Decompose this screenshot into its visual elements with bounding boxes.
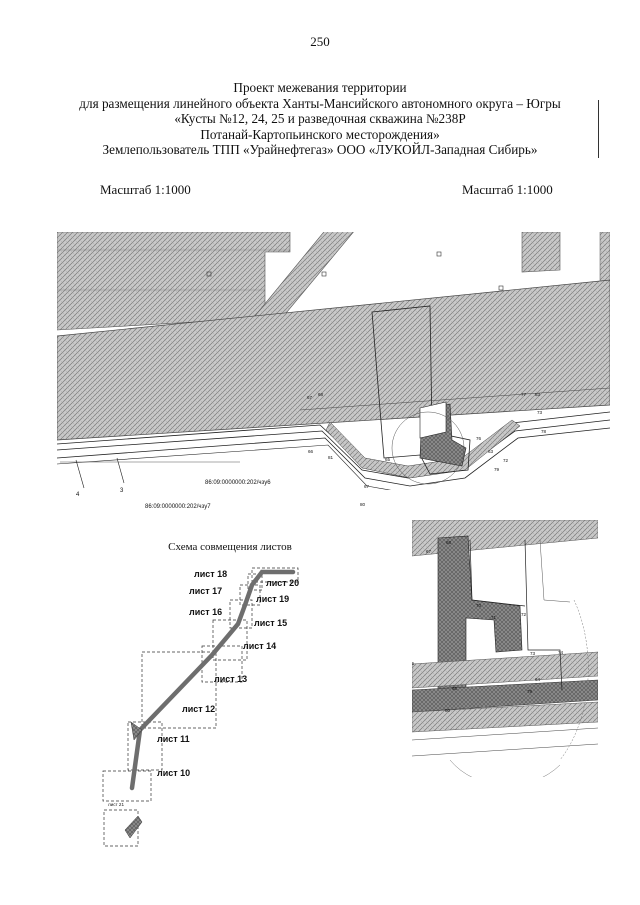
point-label: 74 bbox=[558, 650, 564, 655]
main-map: 67 68 77 83 73 78 66 81 76 63 72 79 65 6… bbox=[57, 232, 610, 490]
point-label: 65 bbox=[385, 457, 391, 462]
point-label: 80 bbox=[360, 502, 366, 507]
title-line: Проект межевания территории bbox=[233, 80, 407, 95]
point-label: 67 bbox=[307, 395, 313, 400]
route-line bbox=[129, 569, 296, 791]
point-label: 72 bbox=[503, 458, 509, 463]
line-label: 4 bbox=[76, 492, 80, 498]
scale-label-right: Масштаб 1:1000 bbox=[462, 182, 553, 197]
title-line: «Кусты №12, 24, 25 и разведочная скважин… bbox=[174, 111, 466, 126]
sheet-label: лист 11 bbox=[157, 734, 190, 744]
point-label: 63 bbox=[488, 449, 494, 454]
sheet-label: лист 15 bbox=[254, 618, 287, 628]
point-label: 73 bbox=[537, 410, 543, 415]
point-label: 67 bbox=[364, 484, 370, 489]
point-label: 72 bbox=[521, 612, 527, 617]
sheet-label: лист 18 bbox=[194, 569, 227, 579]
point-label: 79 bbox=[494, 467, 500, 472]
sheet-label: лист 14 bbox=[243, 641, 276, 651]
point-label: 66 bbox=[308, 449, 314, 454]
point-label: 64 bbox=[535, 677, 541, 682]
parcel-label: 86:09:0000000:202/чзу6 bbox=[205, 480, 271, 486]
point-label: 68 bbox=[446, 540, 452, 545]
line-label: 3 bbox=[120, 488, 124, 494]
point-label: 76 bbox=[476, 436, 482, 441]
sheet-label: лист 20 bbox=[266, 578, 299, 588]
sheet-label: лист 12 bbox=[182, 704, 215, 714]
inset-map: 67 68 70 71 72 73 74 66 65 64 79 80 bbox=[409, 520, 598, 777]
sheet-scheme bbox=[102, 567, 299, 847]
parcel-label: 86:09:0000000:202/чзу7 bbox=[145, 504, 211, 510]
title-line: Потанай-Картопьинского месторождения» bbox=[200, 126, 440, 142]
point-label: 78 bbox=[541, 429, 547, 434]
point-label: 83 bbox=[535, 392, 541, 397]
sheet-label: лист 13 bbox=[214, 674, 247, 684]
point-label: 79 bbox=[527, 689, 533, 694]
title-line: для размещения линейного объекта Ханты-М… bbox=[79, 95, 561, 111]
margin-line bbox=[598, 100, 599, 158]
title-line: Землепользователь ТПП «Урайнефтегаз» ООО… bbox=[102, 142, 538, 157]
point-label: 81 bbox=[328, 455, 334, 460]
point-label: 77 bbox=[521, 392, 527, 397]
sheet-label: лист 10 bbox=[157, 768, 190, 778]
point-label: 65 bbox=[452, 686, 458, 691]
point-label: 66 bbox=[409, 661, 415, 666]
sheet-label: лист 16 bbox=[189, 607, 222, 617]
page-number: 250 bbox=[310, 34, 330, 49]
point-label: 71 bbox=[491, 615, 497, 620]
sheet-label: лист 21 bbox=[108, 802, 124, 807]
scale-label-left: Масштаб 1:1000 bbox=[100, 182, 191, 197]
point-label: 67 bbox=[426, 549, 432, 554]
point-label: 68 bbox=[318, 392, 324, 397]
point-label: 73 bbox=[530, 651, 536, 656]
scheme-title: Схема совмещения листов bbox=[168, 541, 292, 553]
point-label: 70 bbox=[476, 603, 482, 608]
sheet-label: лист 19 bbox=[256, 594, 289, 604]
document-title: Проект межевания территории для размещен… bbox=[40, 80, 600, 158]
point-label: 80 bbox=[445, 708, 451, 713]
sheet-label: лист 17 bbox=[189, 586, 222, 596]
